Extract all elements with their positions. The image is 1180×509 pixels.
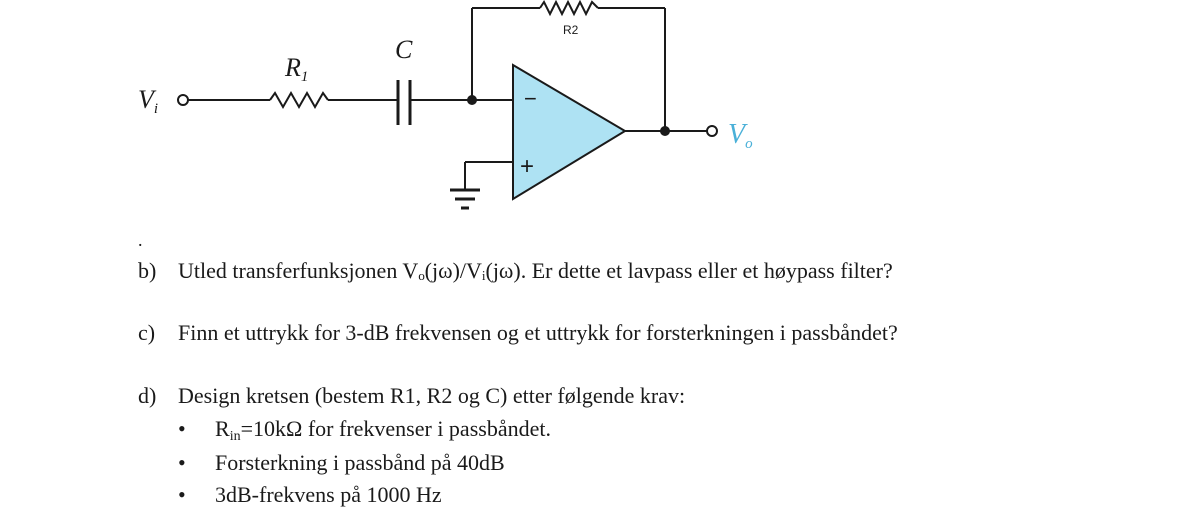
opamp-plus-sign: + bbox=[520, 153, 534, 180]
bullet-icon: • bbox=[178, 482, 186, 507]
question-b-text: Utled transferfunksjonen Vₒ(jω)/Vᵢ(jω). … bbox=[178, 258, 893, 283]
junction-dot-input bbox=[467, 95, 477, 105]
r2-label: R2 bbox=[563, 23, 579, 37]
op-amp-highpass-circuit: Vi R1 C R2 − + Vo bbox=[138, 0, 753, 210]
c-label: C bbox=[395, 35, 413, 64]
r1-resistor bbox=[269, 90, 329, 110]
stray-dot: . bbox=[138, 230, 143, 250]
junction-dot-output bbox=[660, 126, 670, 136]
requirement-freq-text: 3dB-frekvens på 1000 Hz bbox=[215, 482, 442, 507]
bullet-icon: • bbox=[178, 416, 186, 441]
ground-icon bbox=[450, 188, 480, 210]
bullet-icon: • bbox=[178, 450, 186, 475]
question-d-label: d) bbox=[138, 383, 157, 408]
question-c-text: Finn et uttrykk for 3-dB frekvensen og e… bbox=[178, 320, 898, 345]
question-b-label: b) bbox=[138, 258, 157, 283]
vi-label: Vi bbox=[138, 85, 158, 117]
requirement-gain-text: Forsterkning i passbånd på 40dB bbox=[215, 450, 505, 475]
r1-label: R1 bbox=[284, 53, 308, 85]
question-c-label: c) bbox=[138, 320, 156, 345]
question-d-text: Design kretsen (bestem R1, R2 og C) ette… bbox=[178, 383, 686, 408]
vi-terminal bbox=[177, 94, 189, 106]
opamp-minus-sign: − bbox=[524, 86, 537, 111]
vo-terminal bbox=[706, 125, 718, 137]
op-amp-triangle bbox=[512, 63, 627, 201]
r2-resistor bbox=[539, 0, 599, 17]
vo-label: Vo bbox=[728, 119, 753, 152]
requirement-rin-text: Rin=10kΩ for frekvenser i passbåndet. bbox=[215, 416, 551, 444]
